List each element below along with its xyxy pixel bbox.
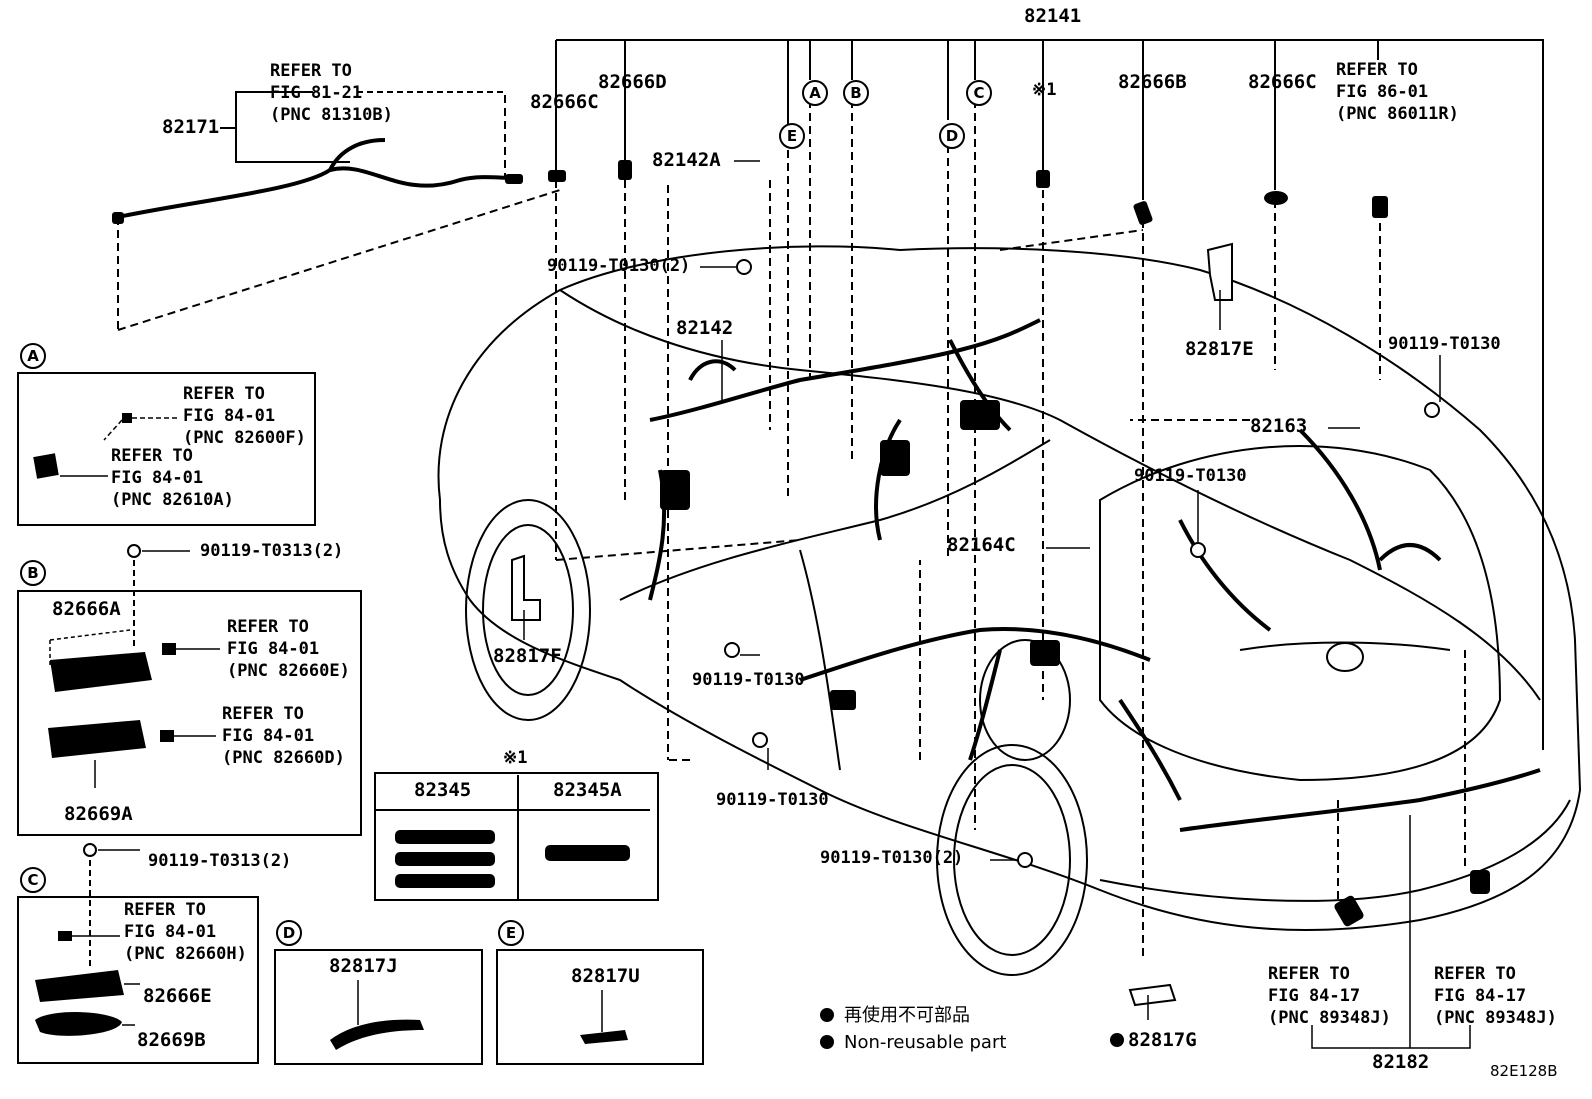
note-table-col-82345A: 82345A [553,779,622,801]
detail-b-part-82669A: 82669A [64,803,133,825]
detail-c-marker: C [20,867,46,893]
ref-line: REFER TO [222,704,304,724]
part-82666C-left-label: 82666C [530,91,599,113]
detail-d-box [274,949,483,1065]
detail-e-box [496,949,704,1065]
note-table-col-82345: 82345 [414,779,472,801]
part-82666D-label: 82666D [598,71,667,93]
note-table-mark: ※1 [503,748,528,768]
non-reusable-dot-icon [820,1008,834,1022]
detail-c-ref-82660H: REFER TO FIG 84-01 (PNC 82660H) [124,899,247,965]
part-82666B-label: 82666B [1118,71,1187,93]
detail-d-marker: D [276,920,302,946]
ref-line: FIG 84-01 [222,726,315,746]
ref-fig-81-21: REFER TO FIG 81-21 (PNC 81310B) [270,60,393,126]
note-mark-label: ※1 [1032,80,1057,100]
ref-line: FIG 84-01 [227,639,320,659]
ref-line: (PNC 82610A) [111,490,234,510]
ref-fig-84-17-right: REFER TO FIG 84-17 (PNC 89348J) [1434,963,1557,1029]
legend-en: Non-reusable part [820,1030,1006,1056]
part-82163-label: 82163 [1250,415,1308,437]
ref-line: (PNC 81310B) [270,105,393,125]
bolt-90119-T0130-2-upper-label: 90119-T0130(2) [547,256,691,276]
diagram-code: 82E128B [1490,1062,1558,1080]
detail-b-box [17,590,362,836]
detail-c-box [17,896,259,1064]
detail-e-marker: E [498,920,524,946]
detail-b-ref-82660E: REFER TO FIG 84-01 (PNC 82660E) [227,616,350,682]
part-82142-label: 82142 [676,317,734,339]
ref-line: FIG 84-17 [1434,986,1527,1006]
detail-b-bolt-label: 90119-T0313(2) [200,541,344,561]
detail-e-part-82817U: 82817U [571,965,640,987]
bolt-90119-T0130-lower-label: 90119-T0130 [716,790,829,810]
ref-line: (PNC 89348J) [1434,1008,1557,1028]
detail-b-part-82666A: 82666A [52,598,121,620]
detail-b-ref-82660D: REFER TO FIG 84-01 (PNC 82660D) [222,703,345,769]
callout-a[interactable]: A [802,80,828,106]
ref-line: REFER TO [227,617,309,637]
ref-line: FIG 86-01 [1336,82,1429,102]
ref-line: FIG 84-01 [183,406,276,426]
part-82182-label: 82182 [1372,1051,1430,1073]
part-82817F-label: 82817F [493,645,562,667]
ref-line: (PNC 82660E) [227,661,350,681]
part-82817E-label: 82817E [1185,338,1254,360]
ref-fig-86-01: REFER TO FIG 86-01 (PNC 86011R) [1336,59,1459,125]
detail-d-part-82817J: 82817J [329,955,398,977]
ref-line: REFER TO [270,61,352,81]
part-82171-label: 82171 [162,116,220,138]
part-82142A-label: 82142A [652,149,721,171]
detail-a-box [17,372,316,526]
ref-line: (PNC 86011R) [1336,104,1459,124]
ref-line: FIG 84-17 [1268,986,1361,1006]
part-82141-label: 82141 [1024,5,1082,27]
ref-line: REFER TO [1268,964,1350,984]
ref-line: (PNC 82600F) [183,428,306,448]
detail-b-marker: B [20,560,46,586]
ref-line: (PNC 82660H) [124,944,247,964]
part-82666C-right-label: 82666C [1248,71,1317,93]
callout-b[interactable]: B [843,80,869,106]
ref-line: REFER TO [1336,60,1418,80]
bolt-90119-T0130-right-label: 90119-T0130 [1388,334,1501,354]
part-82164C-label: 82164C [947,534,1016,556]
legend-en-text: Non-reusable part [844,1032,1007,1053]
detail-a-ref-82600F: REFER TO FIG 84-01 (PNC 82600F) [183,383,306,449]
legend-jp-text: 再使用不可部品 [844,1005,970,1026]
callout-c[interactable]: C [966,80,992,106]
non-reusable-dot-icon [1110,1033,1124,1047]
ref-line: REFER TO [1434,964,1516,984]
detail-c-bolt-label: 90119-T0313(2) [148,851,292,871]
detail-c-part-82669B: 82669B [137,1029,206,1051]
bolt-90119-T0130-left-label: 90119-T0130 [692,670,805,690]
part-82817G-label: 82817G [1110,1030,1197,1051]
ref-line: REFER TO [111,446,193,466]
callout-d[interactable]: D [939,123,965,149]
ref-line: (PNC 82660D) [222,748,345,768]
ref-line: FIG 84-01 [111,468,204,488]
ref-line: FIG 81-21 [270,83,363,103]
ref-line: FIG 84-01 [124,922,217,942]
ref-line: REFER TO [183,384,265,404]
detail-c-part-82666E: 82666E [143,985,212,1007]
ref-line: REFER TO [124,900,206,920]
callout-e[interactable]: E [779,123,805,149]
bolt-90119-T0130-center-label: 90119-T0130 [1134,466,1247,486]
part-82817G-text: 82817G [1128,1029,1197,1051]
ref-line: (PNC 89348J) [1268,1008,1391,1028]
ref-fig-84-17-left: REFER TO FIG 84-17 (PNC 89348J) [1268,963,1391,1029]
bolt-90119-T0130-2-lower-label: 90119-T0130(2) [820,848,964,868]
detail-a-marker: A [20,343,46,369]
note-table-box [374,772,659,901]
detail-a-ref-82610A: REFER TO FIG 84-01 (PNC 82610A) [111,445,234,511]
non-reusable-dot-icon [820,1035,834,1049]
legend-jp: 再使用不可部品 [820,1003,970,1029]
